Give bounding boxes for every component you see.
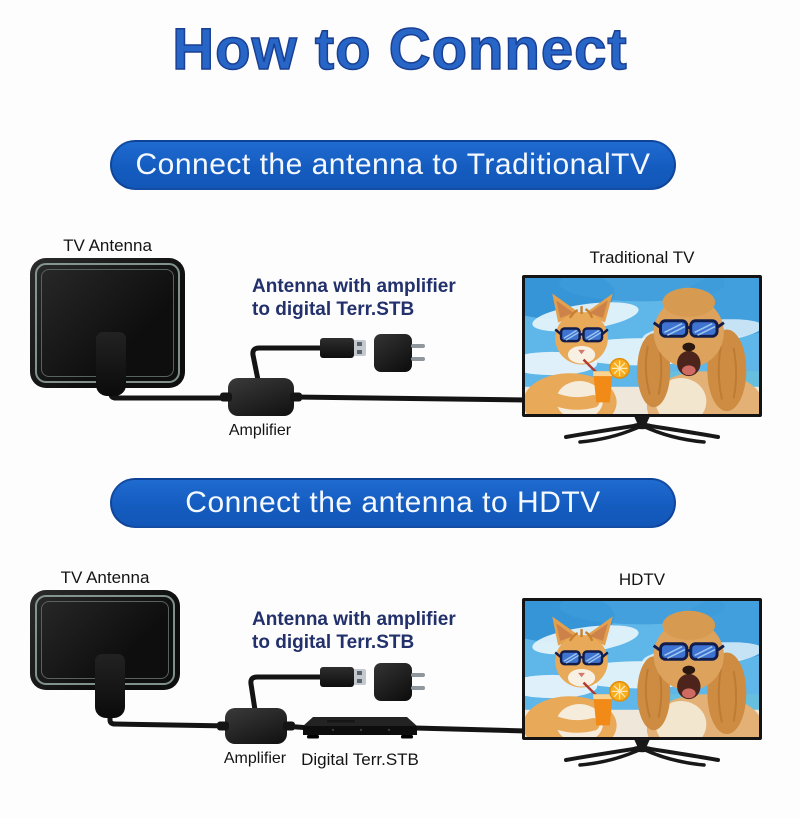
- power-adapter: [374, 334, 425, 372]
- page-title: How to Connect: [172, 17, 628, 83]
- antenna-label: TV Antenna: [63, 236, 152, 255]
- note-line-2: to digital Terr.STB: [252, 632, 415, 653]
- adapter-prong: [411, 357, 425, 361]
- how-to-connect-infographic: How to Connect Connect the antenna to Tr…: [0, 17, 800, 818]
- tv-label: HDTV: [618, 570, 666, 589]
- amplifier-device: [225, 708, 287, 744]
- adapter-prong: [411, 344, 425, 348]
- cable-amplifier-to-tv: [291, 394, 529, 403]
- amplifier-device: [228, 378, 294, 416]
- antenna-connector-tab: [96, 332, 126, 396]
- diagram-hdtv: TV Antenna Antenna with amplifier to dig…: [0, 560, 800, 800]
- note-line-1: Antenna with amplifier: [252, 609, 456, 630]
- cable-antenna-to-amplifier: [107, 707, 233, 729]
- cable-amplifier-to-usb: [250, 345, 325, 383]
- stb-label: Digital Terr.STB: [301, 750, 419, 769]
- tv-screen-image: [525, 601, 759, 737]
- cable-stb-to-tv: [412, 725, 529, 734]
- amplifier-label: Amplifier: [223, 750, 287, 767]
- usb-plug-tip: [354, 669, 366, 685]
- tv-stand: [564, 739, 720, 767]
- note-line-1: Antenna with amplifier: [252, 276, 456, 297]
- note-line-2: to digital Terr.STB: [252, 299, 415, 320]
- banner-traditional-tv: Connect the antenna to TraditionalTV: [110, 140, 676, 190]
- amplifier-label: Amplifier: [228, 422, 292, 439]
- usb-plug-tip: [354, 340, 366, 356]
- tv-screen-image: [525, 278, 759, 414]
- banner-hdtv-label: Connect the antenna to HDTV: [185, 486, 601, 519]
- banner-traditional-tv-label: Connect the antenna to TraditionalTV: [135, 148, 651, 181]
- tv-label: Traditional TV: [589, 248, 695, 267]
- adapter-prong: [411, 686, 425, 690]
- banner-hdtv: Connect the antenna to HDTV: [110, 478, 676, 528]
- traditional-tv: [522, 275, 762, 417]
- note-text: Antenna with amplifier to digital Terr.S…: [252, 608, 456, 654]
- usb-plug-body: [320, 667, 354, 687]
- usb-plug-body: [320, 338, 354, 358]
- cable-amplifier-to-usb: [248, 674, 325, 713]
- note-text: Antenna with amplifier to digital Terr.S…: [252, 275, 456, 321]
- diagram-traditional-tv: TV Antenna Antenna with amplifier to dig…: [0, 228, 800, 478]
- hdtv: [522, 598, 762, 740]
- digital-terr-stb-device: [303, 717, 417, 739]
- power-adapter: [374, 663, 425, 701]
- adapter-prong: [411, 673, 425, 677]
- antenna-connector-tab: [95, 654, 125, 718]
- antenna-label: TV Antenna: [60, 568, 150, 587]
- tv-stand: [564, 416, 720, 444]
